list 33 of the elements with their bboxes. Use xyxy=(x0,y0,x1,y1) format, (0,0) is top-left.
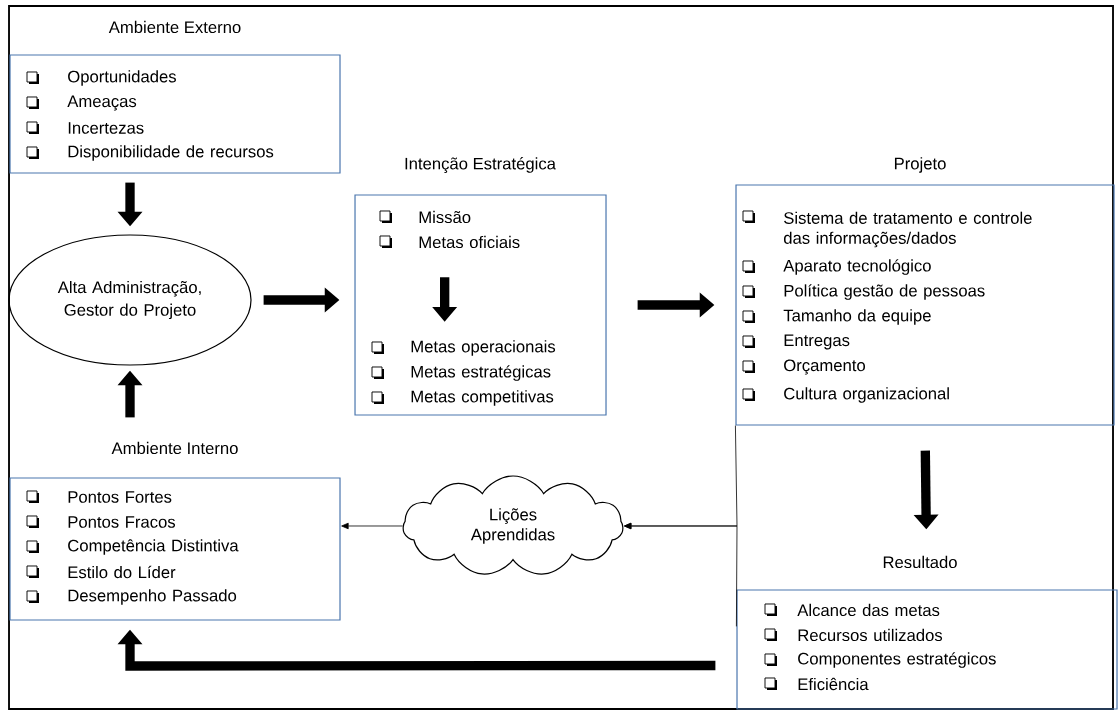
arrow xyxy=(341,522,403,530)
list-item: Tamanho da equipe xyxy=(783,309,931,325)
list-item: Cultura organizacional xyxy=(784,387,949,403)
list-item: Missão xyxy=(419,210,471,224)
list-item: Estilo do Líder xyxy=(68,565,176,579)
heading: Intenção Estratégica xyxy=(405,157,556,173)
list-item: Componentes estratégicos xyxy=(798,652,996,668)
list-item: Entregas xyxy=(784,334,850,350)
list-item: Pontos Fracos xyxy=(68,516,176,528)
list-item: Alcance das metas xyxy=(797,603,940,617)
list-item: Eficiência xyxy=(798,677,869,691)
heading: Ambiente Interno xyxy=(111,441,238,455)
list-item: Metas oficiais xyxy=(419,235,520,249)
list-item: Metas operacionais xyxy=(411,340,556,356)
heading: Ambiente Externo xyxy=(108,20,241,34)
list-item: Recursos utilizados xyxy=(798,628,943,642)
list-item: Sistema de tratamento e controle das informações/dados xyxy=(783,211,1032,248)
list-item: Política gestão de pessoas xyxy=(784,284,985,300)
list-item: Ameaças xyxy=(67,95,137,111)
arrow xyxy=(624,522,738,627)
heading: Projeto xyxy=(894,157,946,173)
list-item: Oportunidades xyxy=(68,70,176,86)
cloud: Lições Aprendidas xyxy=(402,475,624,575)
list-item: Metas estratégicas xyxy=(411,365,551,381)
list-item: Incertezas xyxy=(68,122,144,134)
list-item: Competência Distintiva xyxy=(68,539,239,555)
list-item: Orçamento xyxy=(784,359,865,375)
list-item: Desempenho Passado xyxy=(68,589,237,605)
list-item: Metas competitivas xyxy=(411,390,554,406)
heading: Resultado xyxy=(883,555,957,569)
list-item: Pontos Fortes xyxy=(68,491,172,503)
list-item: Disponibilidade de recursos xyxy=(68,145,274,161)
list-item: Aparato tecnológico xyxy=(783,259,931,275)
